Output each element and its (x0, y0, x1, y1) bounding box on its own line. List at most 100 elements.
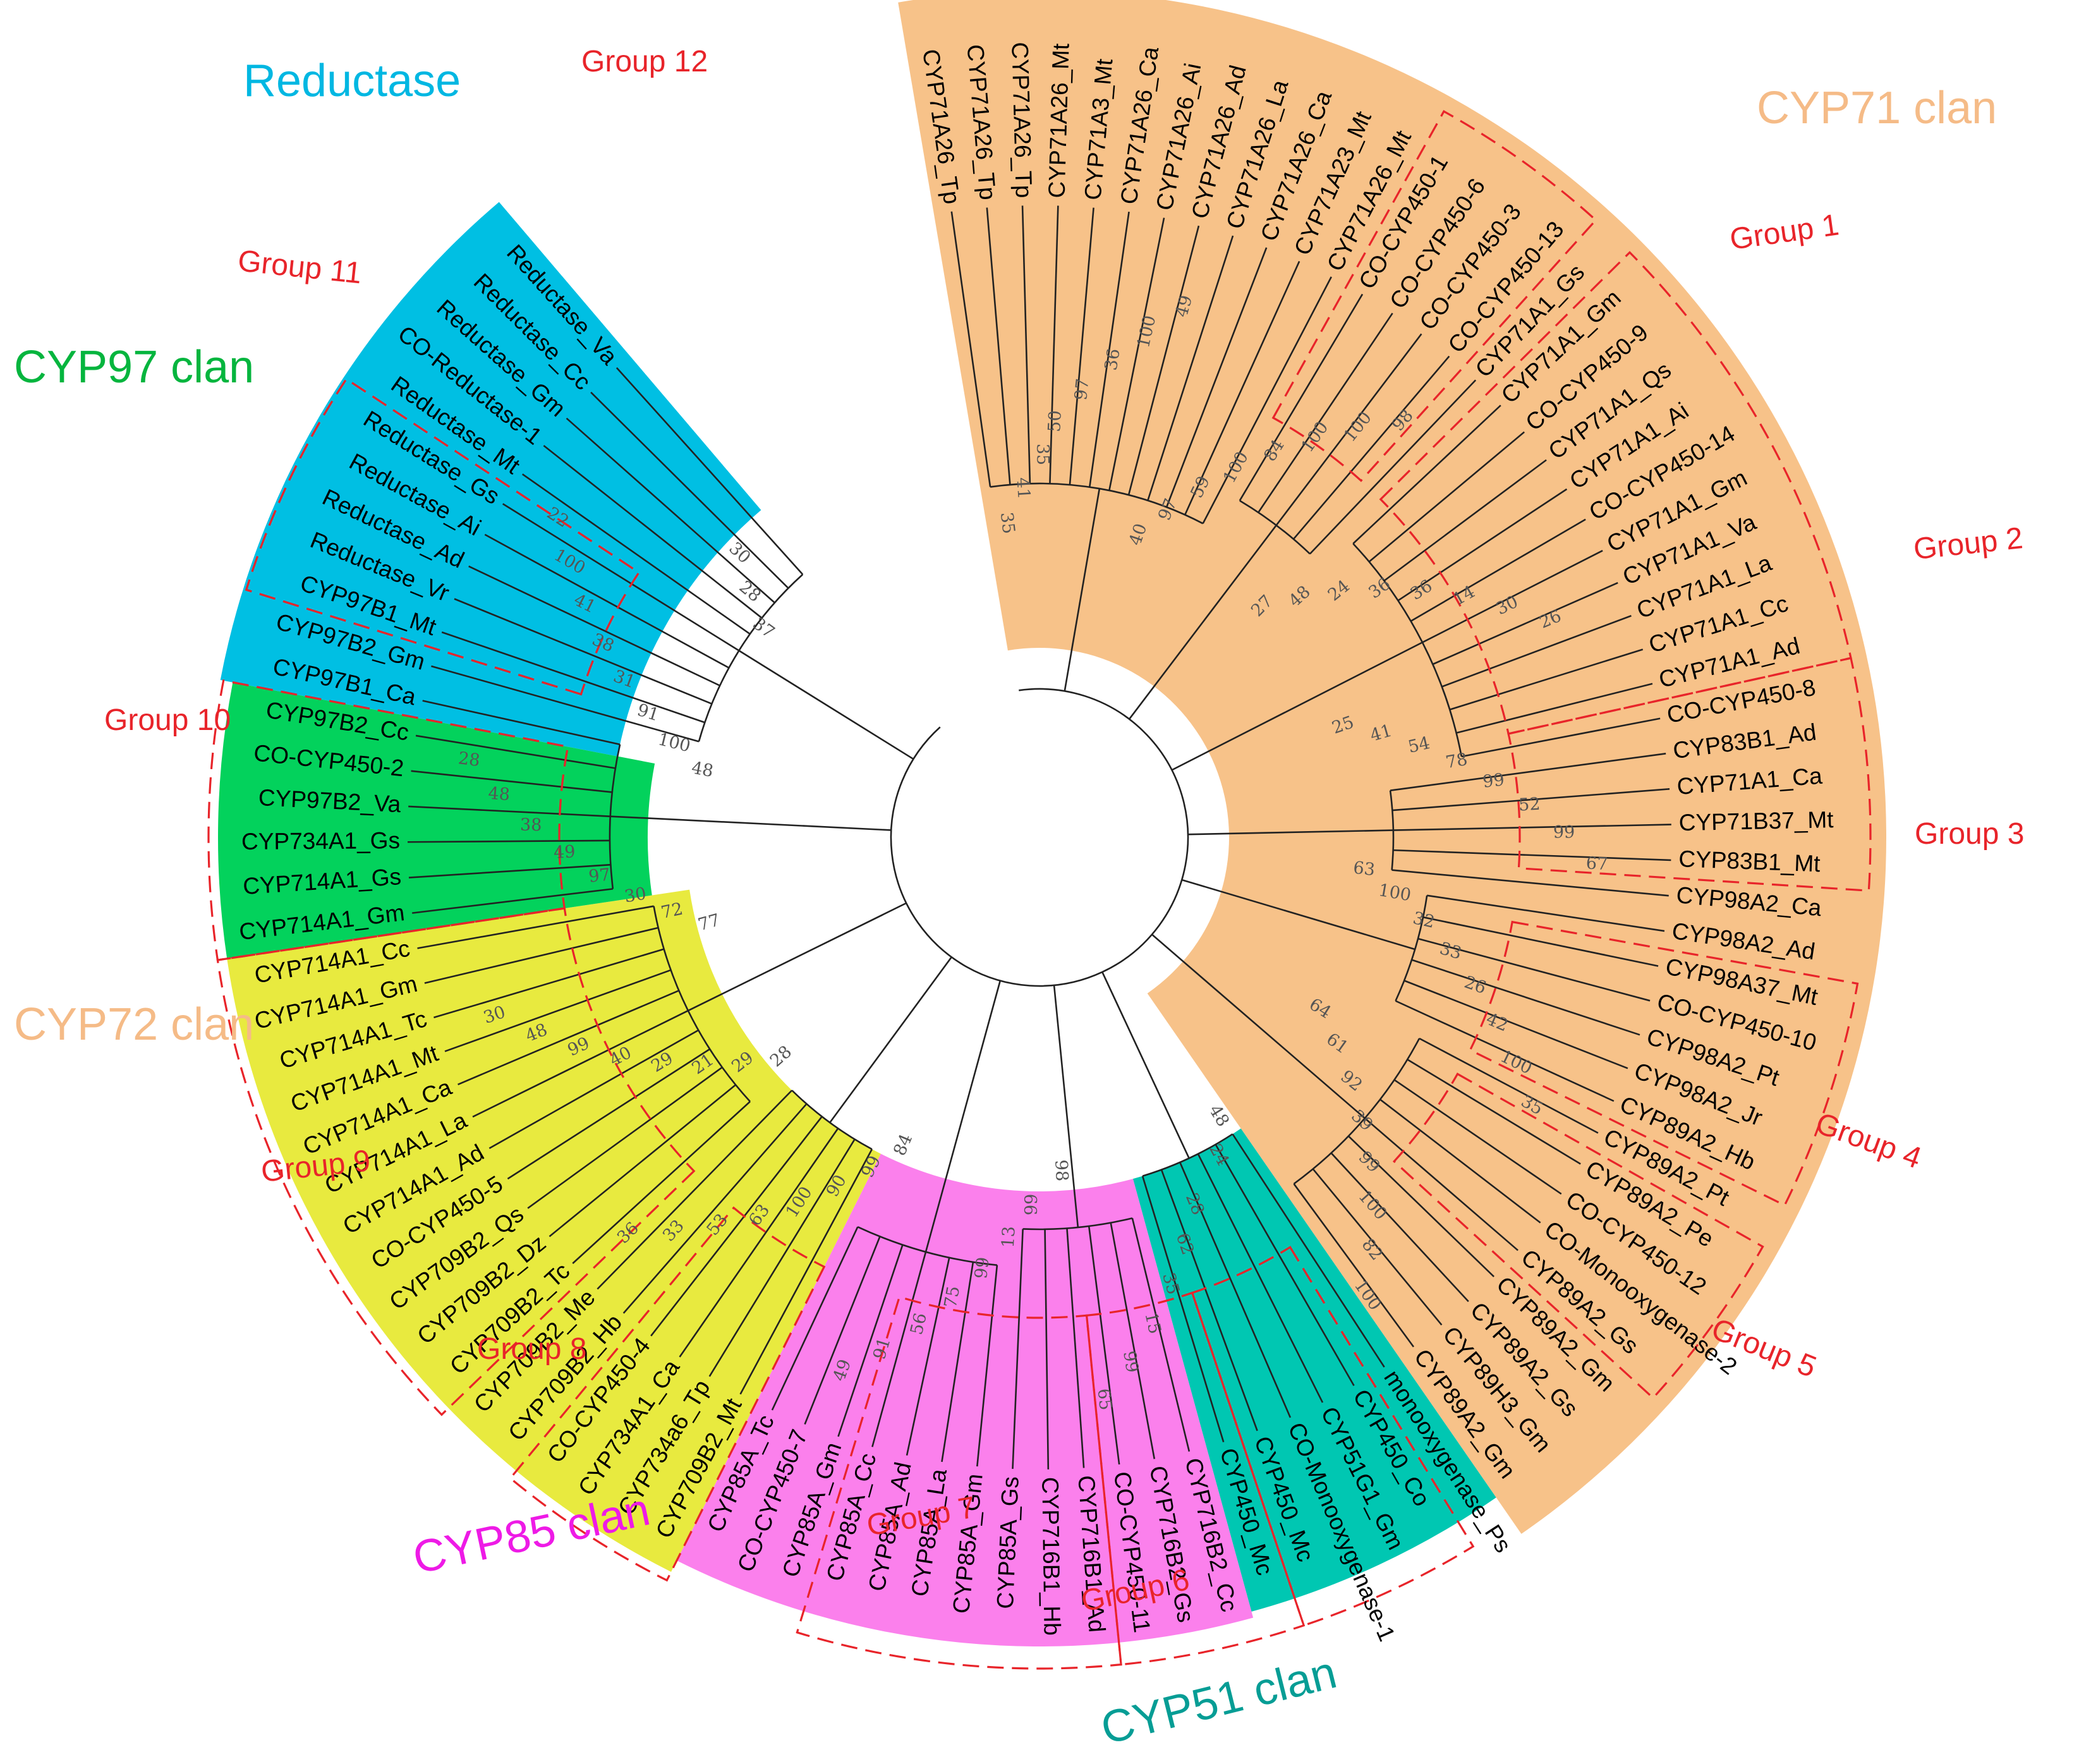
leaf-branch (1397, 488, 1568, 602)
leaf-branch (411, 770, 612, 793)
leaf-branch (1456, 683, 1653, 734)
leaf-branch (417, 905, 654, 949)
clan-label-reductase: Reductase (243, 56, 461, 106)
leaf-branch (708, 1138, 856, 1377)
leaf-branch (1352, 405, 1501, 545)
leaf-branch (1131, 1218, 1191, 1452)
leaf-branch (1127, 225, 1200, 496)
leaf-branch (837, 1244, 904, 1437)
leaf-branch (408, 863, 611, 879)
bootstrap-value: 37 (749, 614, 778, 642)
bootstrap-value: 65 (1094, 1387, 1115, 1411)
leaf-branch (906, 1257, 950, 1456)
bootstrap-value: 13 (998, 1226, 1019, 1248)
group-label-10: Group 10 (104, 703, 231, 737)
leaf-branch (1184, 260, 1300, 516)
leaf-branch (1426, 894, 1665, 932)
leaf-branch (507, 1048, 710, 1180)
leaf-branch (1088, 211, 1130, 487)
leaf-label: CYP71A26_Mt (1044, 42, 1074, 198)
leaf-branch (408, 839, 610, 843)
leaf-branch (1393, 1079, 1562, 1195)
cyp97-sector (218, 682, 655, 959)
leaf-branch (1411, 959, 1640, 1036)
leaf-branch (1293, 1183, 1415, 1347)
leaf-branch (1309, 379, 1477, 555)
leaf-branch (433, 948, 665, 1019)
leaf-label: CYP85A_Gs (992, 1476, 1024, 1609)
bootstrap-value: 28 (457, 748, 481, 770)
clan-label-cyp97: CYP97 clan (14, 342, 254, 392)
bootstrap-value: 99 (1482, 770, 1506, 792)
clade-stem (1129, 525, 1277, 720)
leaf-branch (1432, 581, 1618, 666)
leaf-branch (1066, 1228, 1085, 1468)
group-label-3: Group 3 (1915, 817, 2024, 851)
leaf-branch (622, 1103, 808, 1314)
leaf-branch (1232, 1133, 1385, 1368)
group-outlines (207, 110, 1872, 1670)
bootstrap-value: 50 (1045, 410, 1065, 432)
leaf-branch (472, 1009, 689, 1118)
leaf-branch (468, 565, 720, 686)
leaf-branch (1419, 1037, 1599, 1134)
leaf-branch (1391, 869, 1669, 897)
leaf-branch (1215, 1144, 1355, 1387)
leaf-branch (1165, 247, 1268, 508)
bootstrap-value: 41 (1012, 477, 1033, 499)
bootstrap-value: 15 (1141, 1310, 1165, 1335)
leaf-branch (1312, 1168, 1443, 1326)
leaf-branch (1441, 615, 1632, 688)
leaf-branch (454, 598, 712, 705)
leaf-branch (484, 533, 730, 669)
leaf-branch (1403, 980, 1628, 1069)
leaf-branch (1449, 648, 1644, 710)
leaf-branch (1147, 235, 1234, 501)
leaf-branch (1049, 205, 1059, 484)
clan-label-cyp72: CYP72 clan (14, 999, 254, 1050)
group-outline (1507, 657, 1872, 892)
bootstrap-value: 99 (1022, 1194, 1041, 1216)
bootstrap-value: 99 (1553, 822, 1575, 842)
clan-label-cyp85: CYP85 clan (409, 1484, 655, 1583)
leaf-branch (1364, 1117, 1518, 1251)
bootstrap-value: 99 (971, 1256, 993, 1280)
leaf-branch (1383, 459, 1547, 581)
leaf-branch (1021, 205, 1031, 484)
bootstrap-value: 67 (1585, 853, 1608, 874)
leaf-branch (408, 805, 610, 817)
leaf-branch (1239, 293, 1364, 501)
clade-stem (1053, 985, 1079, 1228)
clade-stem (1187, 829, 1393, 836)
leaf-branch (1012, 1229, 1024, 1469)
leaf-branch (1202, 276, 1332, 524)
bootstrap-value: 97 (1071, 377, 1093, 401)
leaf-branch (976, 1265, 998, 1467)
leaf-branch (1348, 1135, 1495, 1277)
group-label-1: Group 1 (1728, 208, 1841, 257)
leaf-branch (1368, 431, 1525, 563)
bootstrap-value: 48 (487, 784, 510, 805)
leaf-branch (941, 1262, 974, 1463)
leaf-branch (650, 1116, 823, 1337)
group-label-8: Group 8 (477, 1332, 586, 1366)
leaf-branch (441, 631, 705, 724)
leaf-branch (1393, 824, 1671, 831)
group-outline (796, 1295, 1122, 1670)
bootstrap-value: 38 (520, 815, 542, 835)
clade-stem (1171, 642, 1423, 771)
clade-stem (1064, 488, 1101, 691)
leaf-branch (488, 1029, 699, 1150)
bootstrap-value: 63 (1352, 858, 1376, 880)
clade-stem (1101, 971, 1190, 1159)
leaf-branch (1393, 849, 1671, 861)
bootstrap-value: 28 (767, 1042, 796, 1071)
leaf-branch (1044, 1229, 1050, 1469)
leaf-branch (1197, 1153, 1324, 1403)
leaf-branch (444, 969, 672, 1052)
leaf-branch (1141, 1176, 1225, 1443)
leaf-branch (597, 1090, 793, 1290)
leaf-branch (424, 927, 658, 984)
bootstrap-value: 35 (997, 511, 1019, 535)
cyp85-sector (676, 1153, 1254, 1646)
